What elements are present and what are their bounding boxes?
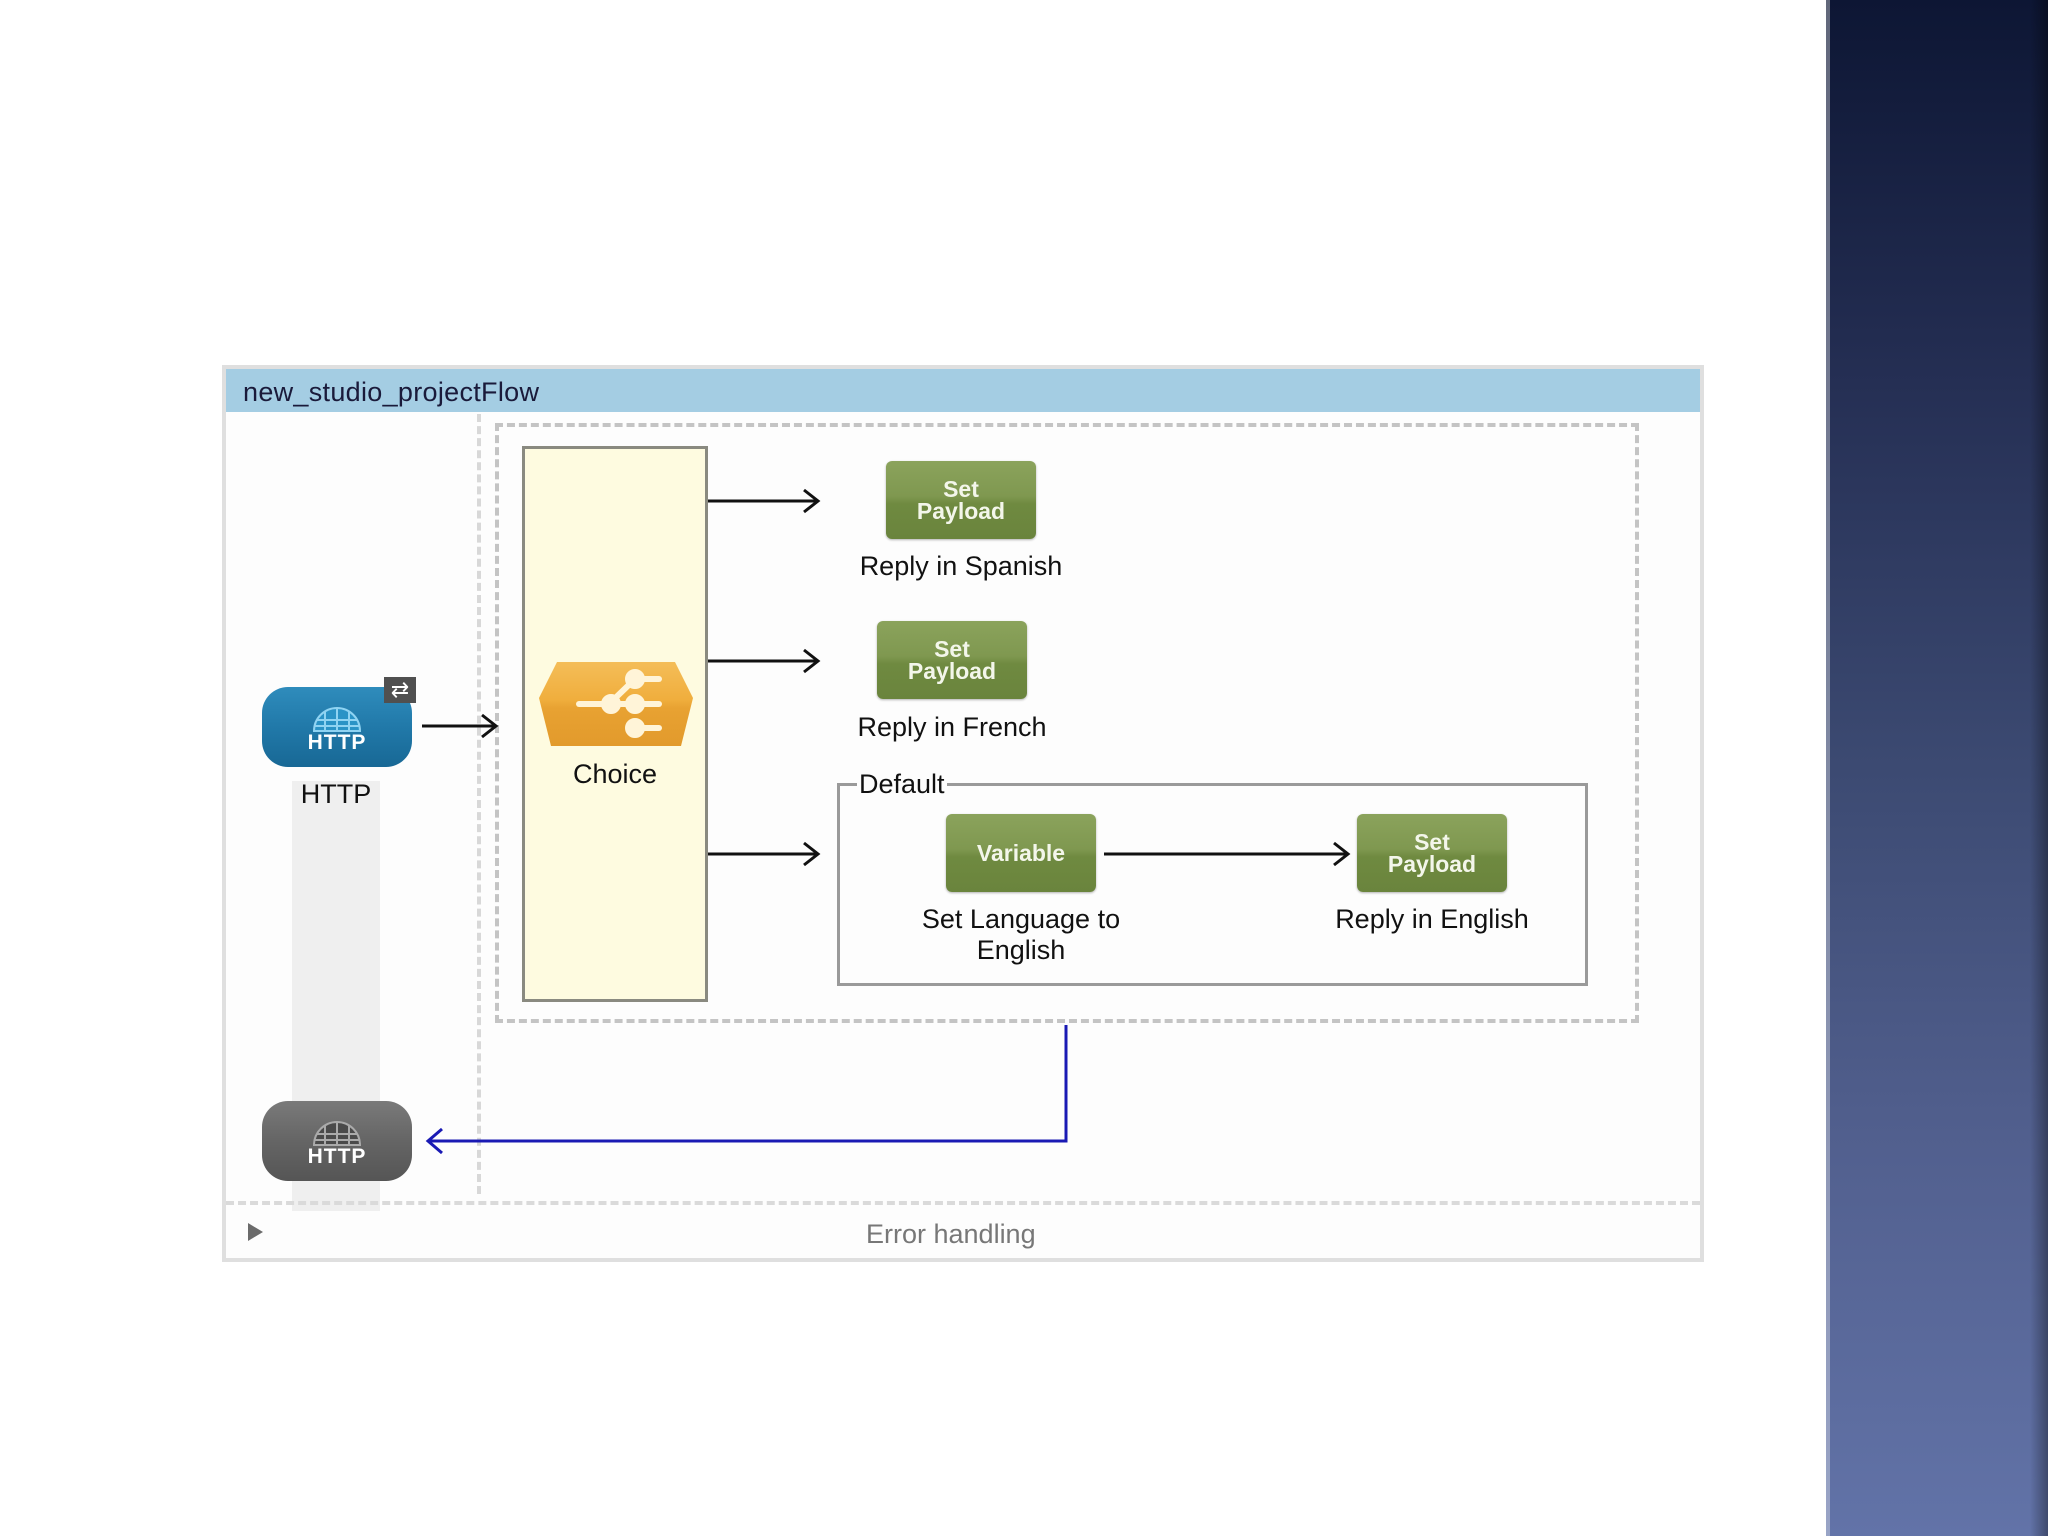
processor-type-line2: Payload <box>907 658 997 684</box>
processor-type-line2: Payload <box>1387 851 1477 877</box>
error-handling-divider <box>226 1201 1700 1205</box>
processor-type-line1: Set <box>1414 829 1450 855</box>
default-route-box <box>837 783 1588 986</box>
set-payload-french-node[interactable]: Set Payload <box>877 621 1027 699</box>
arrow-http-to-choice <box>422 713 499 739</box>
decorative-side-band <box>1826 0 2048 1536</box>
http-response-node[interactable]: HTTP <box>262 1101 412 1181</box>
globe-icon <box>312 1121 362 1146</box>
set-payload-spanish-node[interactable]: Set Payload <box>886 461 1036 539</box>
processor-type-line2: Payload <box>916 498 1006 524</box>
globe-icon <box>312 707 362 732</box>
reply-spanish-label: Reply in Spanish <box>859 551 1063 581</box>
http-icon-text: HTTP <box>307 731 367 754</box>
http-icon-text: HTTP <box>307 1145 367 1168</box>
default-route-label: Default <box>857 769 947 800</box>
set-language-label-line2: English <box>976 935 1066 965</box>
processor-type-line1: Set <box>934 636 970 662</box>
processor-type-line1: Set <box>943 476 979 502</box>
set-variable-node[interactable]: Variable <box>946 814 1096 892</box>
set-payload-english-node[interactable]: Set Payload <box>1357 814 1507 892</box>
reply-french-label: Reply in French <box>857 712 1047 742</box>
http-listener-label: HTTP <box>300 779 372 809</box>
processor-type: Variable <box>976 840 1066 866</box>
flow-header: new_studio_projectFlow <box>226 369 1700 412</box>
flow-title: new_studio_projectFlow <box>243 377 540 407</box>
choice-label: Choice <box>572 759 658 789</box>
flow-container[interactable]: new_studio_projectFlow HTTP ⇄ HTTP HTTP <box>222 365 1704 1262</box>
error-handling-label[interactable]: Error handling <box>866 1219 1036 1249</box>
exchange-pattern-icon[interactable]: ⇄ <box>384 677 416 703</box>
lane-divider <box>477 414 481 1194</box>
expand-triangle-icon[interactable] <box>248 1223 263 1241</box>
set-language-label-line1: Set Language to <box>921 904 1121 934</box>
reply-english-label: Reply in English <box>1335 904 1529 934</box>
response-return-line <box>425 1025 1068 1155</box>
set-language-label: Set Language to English <box>846 904 1196 966</box>
choice-router-icon[interactable] <box>539 662 693 746</box>
